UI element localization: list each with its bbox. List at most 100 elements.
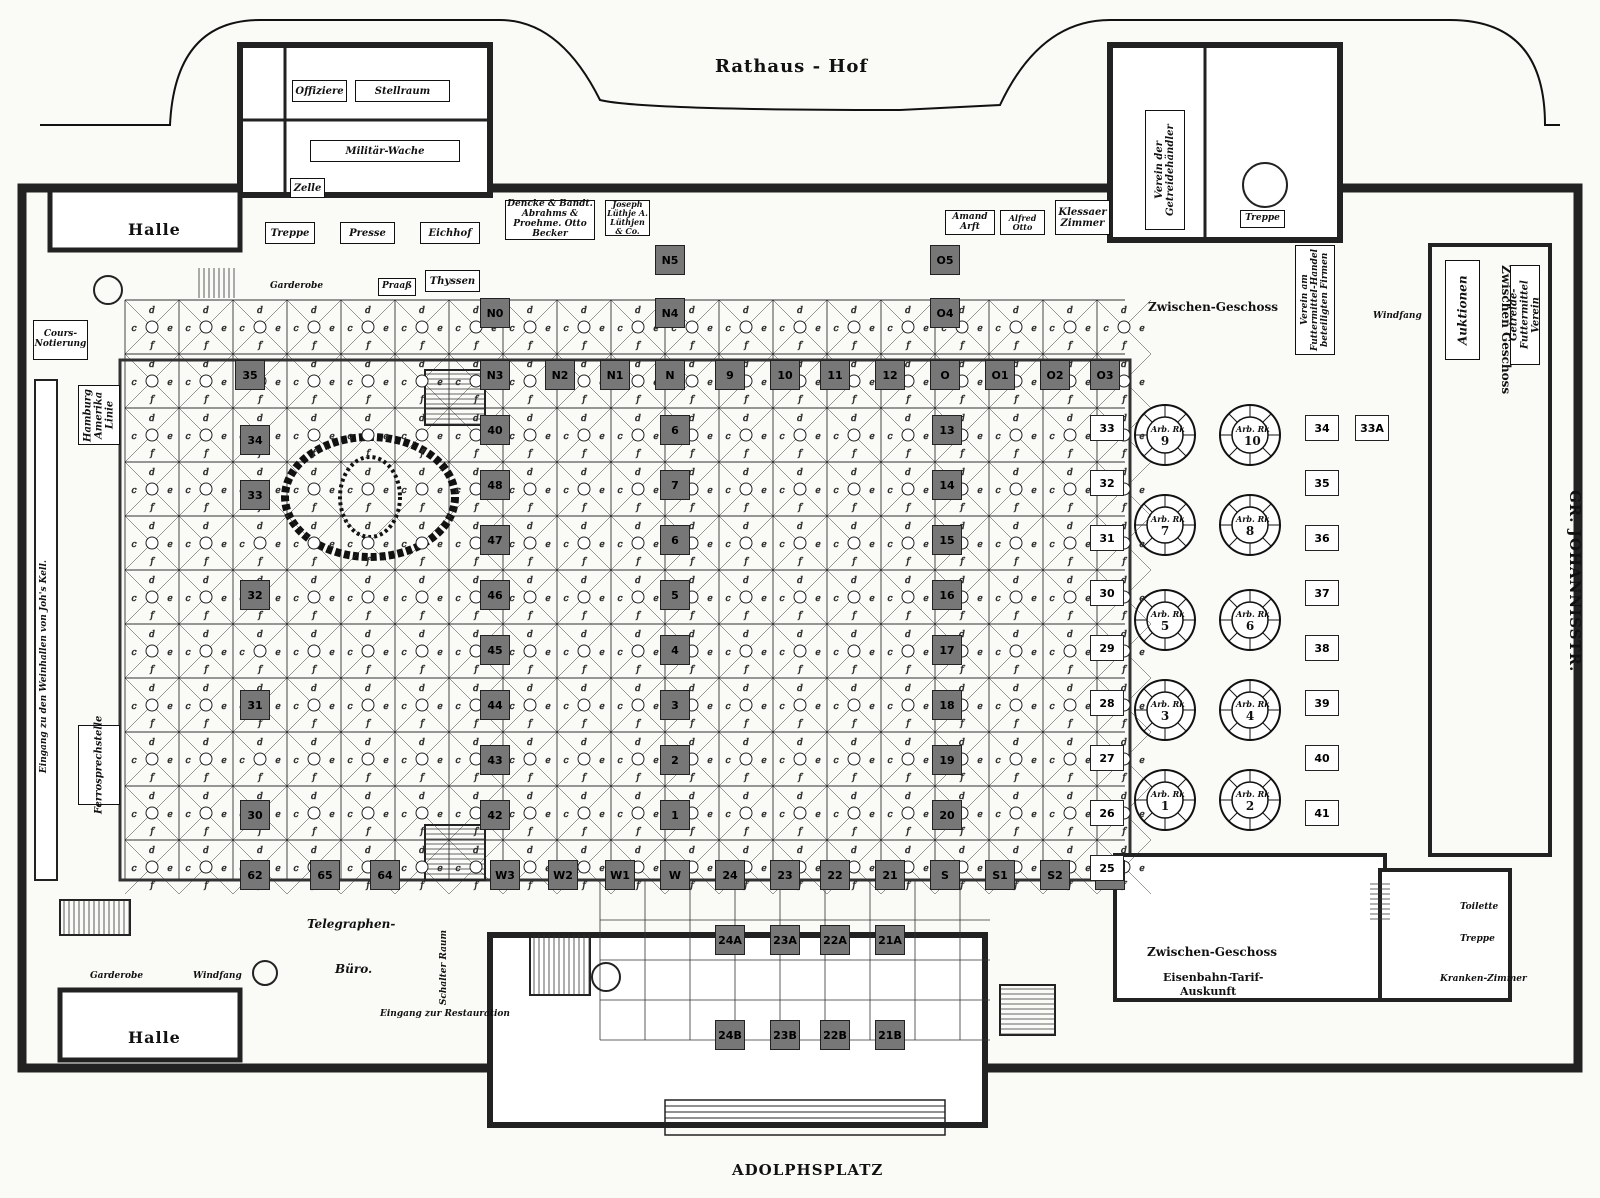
cell-letter: e	[707, 540, 712, 550]
cell-letter: e	[275, 702, 280, 712]
cell-center-marker	[793, 806, 807, 820]
cell-center-marker	[415, 644, 429, 658]
cell-letter: c	[563, 756, 568, 766]
cell-center-marker	[523, 644, 537, 658]
cell-center-marker	[415, 860, 429, 874]
cell-center-marker	[199, 698, 213, 712]
cell-letter: c	[887, 594, 892, 604]
cell-letter: d	[473, 522, 479, 532]
cell-letter: d	[419, 576, 425, 586]
cell-letter: e	[1139, 702, 1144, 712]
cell-letter: e	[599, 486, 604, 496]
cell-letter: e	[167, 486, 172, 496]
cell-letter: d	[797, 306, 803, 316]
cell-letter: f	[473, 881, 479, 891]
cell-letter: f	[635, 341, 641, 351]
cell-letter: d	[797, 630, 803, 640]
cell-letter: d	[473, 306, 479, 316]
ring-spoke	[1262, 722, 1272, 732]
pillar-top: O1	[985, 360, 1015, 390]
cell-letter: c	[401, 594, 406, 604]
cell-center-marker	[1063, 428, 1077, 442]
cell-letter: f	[635, 503, 641, 513]
cell-letter: e	[977, 648, 982, 658]
cell-center-marker	[631, 374, 645, 388]
cell-letter: c	[293, 432, 298, 442]
cell-letter: d	[797, 792, 803, 802]
cell-letter: d	[959, 630, 965, 640]
cell-letter: c	[293, 702, 298, 712]
cell-letter: c	[725, 540, 730, 550]
cell-center-marker	[631, 698, 645, 712]
cell-letter: f	[689, 665, 695, 675]
cell-letter: d	[311, 522, 317, 532]
cell-letter: d	[1067, 360, 1073, 370]
cell-letter: e	[761, 594, 766, 604]
cell-letter: e	[275, 486, 280, 496]
cell-letter: d	[959, 468, 965, 478]
cell-center-marker	[901, 482, 915, 496]
post-right: 30	[1090, 580, 1124, 606]
cell-letter: d	[419, 846, 425, 856]
cell-letter: c	[563, 486, 568, 496]
cell-letter: c	[455, 864, 460, 874]
cell-letter: e	[1139, 594, 1144, 604]
cell-center-marker	[847, 536, 861, 550]
cell-letter: f	[635, 773, 641, 783]
cell-letter: e	[599, 864, 604, 874]
cell-letter: c	[455, 702, 460, 712]
cell-letter: e	[977, 324, 982, 334]
cell-letter: d	[257, 738, 263, 748]
cell-letter: d	[743, 306, 749, 316]
cell-letter: f	[743, 719, 749, 729]
cell-letter: f	[959, 773, 965, 783]
room-cours-notierung: Cours-Notierung	[33, 320, 88, 360]
cell-letter: d	[311, 306, 317, 316]
cell-letter: d	[527, 684, 533, 694]
cell-letter: d	[419, 684, 425, 694]
cell-letter: c	[833, 486, 838, 496]
cell-letter: d	[1013, 738, 1019, 748]
cell-letter: c	[509, 810, 514, 820]
cell-letter: f	[905, 503, 911, 513]
cell-letter: d	[1067, 306, 1073, 316]
cell-center-marker	[847, 644, 861, 658]
cell-letter: f	[527, 827, 533, 837]
cell-letter: d	[149, 846, 155, 856]
cell-letter: e	[1139, 486, 1144, 496]
cell-letter: f	[797, 719, 803, 729]
cell-letter: c	[617, 540, 622, 550]
cell-center-marker	[793, 482, 807, 496]
cell-center-marker	[631, 644, 645, 658]
cell-letter: f	[581, 449, 587, 459]
cell-letter: c	[131, 648, 136, 658]
cell-letter: f	[149, 449, 155, 459]
pillar-hall: 40	[480, 415, 510, 445]
pillar-bottom: W	[660, 860, 690, 890]
pillar-mid: 16	[932, 580, 962, 610]
pillar-left: 7	[660, 470, 690, 500]
ring-spoke	[1262, 537, 1272, 547]
ring-spoke	[1143, 812, 1153, 822]
cell-letter: f	[257, 827, 263, 837]
cell-center-marker	[415, 374, 429, 388]
cell-letter: f	[365, 341, 371, 351]
cell-letter: f	[905, 881, 911, 891]
cell-letter: f	[203, 665, 209, 675]
cell-letter: d	[959, 684, 965, 694]
cell-letter: d	[257, 846, 263, 856]
cell-letter: d	[689, 360, 695, 370]
cell-center-marker	[307, 698, 321, 712]
cell-letter: f	[419, 395, 425, 405]
cell-letter: c	[617, 486, 622, 496]
cell-letter: c	[131, 432, 136, 442]
cell-letter: f	[905, 557, 911, 567]
cell-letter: f	[1067, 827, 1073, 837]
cell-letter: e	[653, 324, 658, 334]
cell-letter: f	[1013, 395, 1019, 405]
cell-letter: f	[797, 449, 803, 459]
post-right: 29	[1090, 635, 1124, 661]
cell-letter: d	[1013, 846, 1019, 856]
courtyard-outline	[40, 19, 1560, 126]
cell-letter: f	[1067, 395, 1073, 405]
